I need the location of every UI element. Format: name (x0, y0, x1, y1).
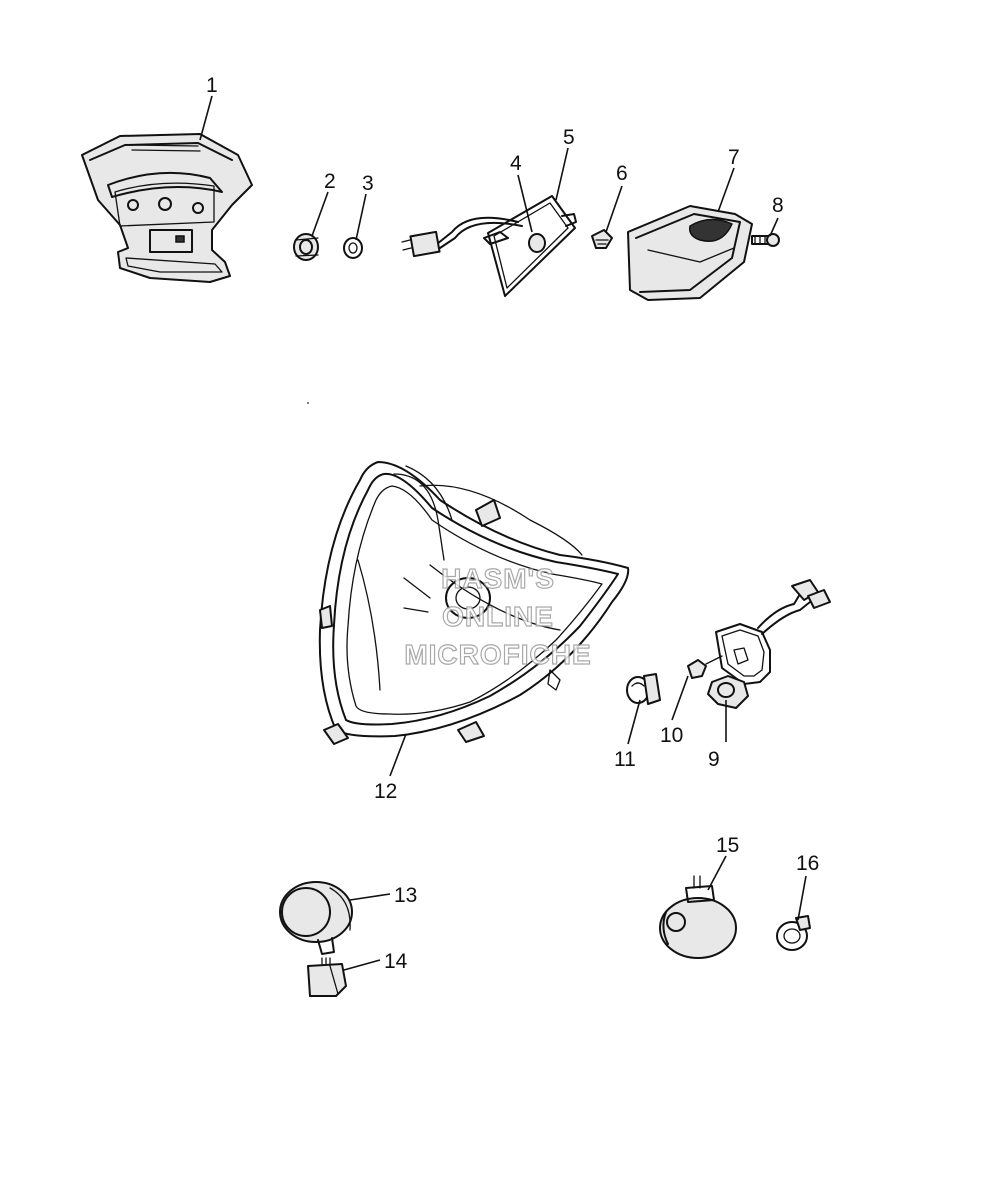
callout-13: 13 (394, 884, 417, 907)
leader-6 (605, 185, 623, 233)
watermark-line-1: HASM'S (441, 563, 555, 594)
part-position-bulb[interactable] (687, 655, 723, 679)
leader-8 (769, 217, 779, 237)
callout-16: 16 (796, 852, 819, 875)
leader-15 (707, 855, 727, 891)
leader-7 (717, 167, 735, 213)
callout-9: 9 (708, 748, 720, 771)
leader-16 (797, 875, 807, 921)
callout-2: 2 (324, 170, 336, 193)
part-turn-signal-right[interactable] (659, 875, 737, 959)
callout-5: 5 (563, 126, 575, 149)
callout-1: 1 (206, 74, 218, 97)
part-screw[interactable] (751, 233, 780, 247)
callout-14: 14 (384, 950, 408, 973)
callout-6: 6 (616, 162, 628, 185)
callout-11: 11 (614, 748, 636, 771)
leader-3 (355, 193, 367, 241)
part-washer[interactable] (343, 237, 363, 259)
watermark-line-2: ONLINE (442, 601, 554, 632)
leader-5 (555, 147, 569, 201)
callout-4: 4 (510, 152, 522, 175)
leader-11 (627, 699, 641, 745)
callout-8: 8 (772, 194, 784, 217)
watermark-line-3: MICROFICHE (404, 639, 591, 670)
callout-3: 3 (362, 172, 374, 195)
callout-7: 7 (728, 146, 740, 169)
part-turn-signal-bulb[interactable] (776, 915, 811, 951)
part-bulb[interactable] (591, 229, 613, 249)
leader-lines (199, 95, 807, 971)
part-license-lamp-bracket[interactable] (401, 195, 577, 297)
leader-12 (389, 733, 407, 777)
part-license-lamp-lens[interactable] (627, 205, 753, 301)
leader-4 (517, 174, 533, 233)
part-grommet[interactable] (293, 233, 319, 261)
leader-2 (311, 191, 329, 237)
callout-12: 12 (374, 780, 397, 803)
leader-14 (343, 959, 381, 971)
callout-labels: 1 2 3 4 5 6 7 8 9 10 11 12 13 14 15 16 (206, 74, 819, 973)
part-headlight-assembly[interactable] (318, 461, 630, 745)
callout-15: 15 (716, 834, 739, 857)
leader-10 (671, 675, 689, 721)
part-headlight-socket[interactable] (707, 579, 831, 709)
part-turn-signal-stalk[interactable] (307, 963, 347, 997)
watermark: HASM'S ONLINE MICROFICHE (404, 562, 592, 670)
leader-13 (349, 893, 391, 901)
speck-mark (307, 402, 309, 404)
leader-1 (199, 95, 213, 141)
callout-10: 10 (660, 724, 683, 747)
part-tail-light-housing[interactable] (81, 133, 253, 283)
part-turn-signal-left[interactable] (279, 881, 353, 967)
part-headlight-bulb[interactable] (626, 673, 661, 705)
